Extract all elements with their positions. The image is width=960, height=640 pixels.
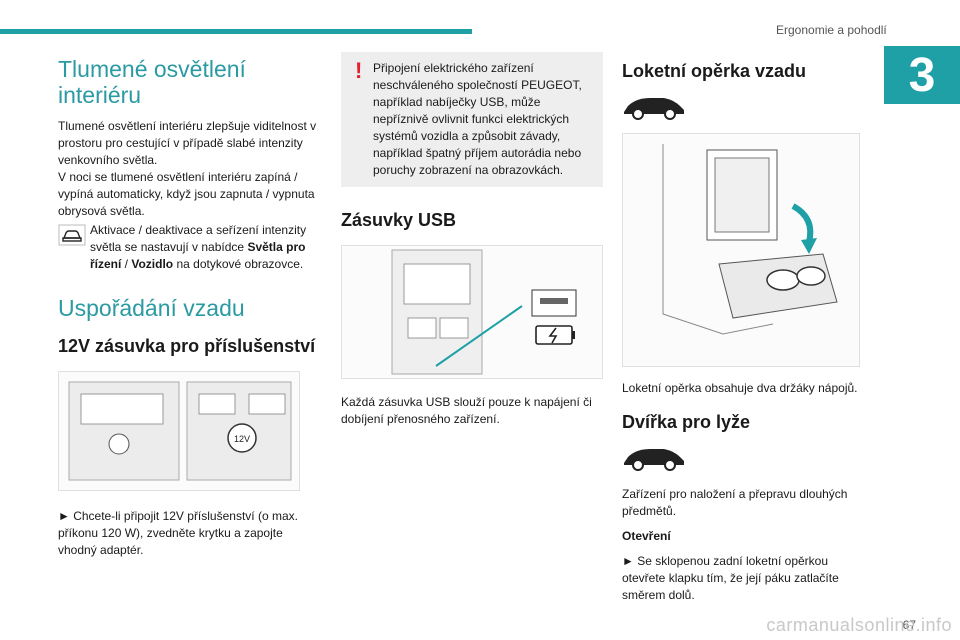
subsection-heading-12v-socket: 12V zásuvka pro příslušenství	[58, 336, 316, 356]
paragraph: ► Se sklopenou zadní loketní opěrkou ote…	[622, 554, 839, 602]
paragraph: Tlumené osvětlení interiéru zlepšuje vid…	[58, 119, 317, 167]
section-heading-ambient-lighting: Tlumené osvětlení interiéru	[58, 56, 246, 108]
warning-text: Připojení elektrického zařízení neschvál…	[373, 61, 582, 177]
battery-charge-icon	[535, 325, 573, 345]
section-heading-rear-layout: Uspořádání vzadu	[58, 295, 245, 321]
section-heading-rear-armrest: Loketní opěrka vzadu	[622, 61, 807, 81]
warning-box: ! Připojení elektrického zařízení neschv…	[341, 52, 603, 187]
chapter-title: Ergonomie a pohodlí	[776, 23, 887, 37]
paragraph: V noci se tlumené osvětlení interiéru za…	[58, 170, 315, 218]
text: na dotykové obrazovce.	[173, 257, 304, 271]
armrest-illustration	[622, 133, 860, 367]
header-accent-bar	[0, 29, 472, 34]
warning-exclamation-icon: !	[355, 58, 363, 83]
usb-illustration	[341, 245, 603, 379]
page-number: 67	[902, 618, 916, 632]
paragraph: Každá zásuvka USB slouží pouze k napájen…	[341, 395, 592, 426]
paragraph: ► Chcete-li připojit 12V příslušenství (…	[58, 509, 298, 557]
column-right: Loketní opěrka vzadu Loketní opěrka obsa…	[622, 52, 862, 604]
column-left: Tlumené osvětlení interiéru Tlumené osvě…	[58, 52, 320, 559]
section-heading-usb: Zásuvky USB	[341, 210, 457, 230]
subheading-opening: Otevření	[622, 529, 671, 543]
text: /	[121, 257, 132, 271]
socket-label: 12V	[234, 434, 250, 444]
paragraph: Loketní opěrka obsahuje dva držáky nápoj…	[622, 381, 858, 395]
socket-illustration: 12V	[58, 371, 300, 491]
menu-path: Vozidlo	[131, 257, 174, 271]
car-side-icon	[624, 98, 684, 120]
section-heading-ski-hatch: Dvířka pro lyže	[622, 412, 751, 432]
chapter-number: 3	[884, 46, 960, 104]
watermark: carmanualsonline.info	[766, 615, 952, 635]
menu-instruction: Aktivace / deaktivace a seřízení intenzi…	[58, 222, 320, 273]
car-dashboard-icon	[58, 224, 86, 246]
paragraph: Zařízení pro naložení a přepravu dlouhýc…	[622, 487, 848, 518]
car-side-icon	[624, 449, 684, 471]
column-middle: ! Připojení elektrického zařízení neschv…	[341, 52, 603, 428]
menu-path: Světla pro řízení	[90, 240, 306, 271]
text: Aktivace / deaktivace a seřízení intenzi…	[90, 223, 307, 254]
